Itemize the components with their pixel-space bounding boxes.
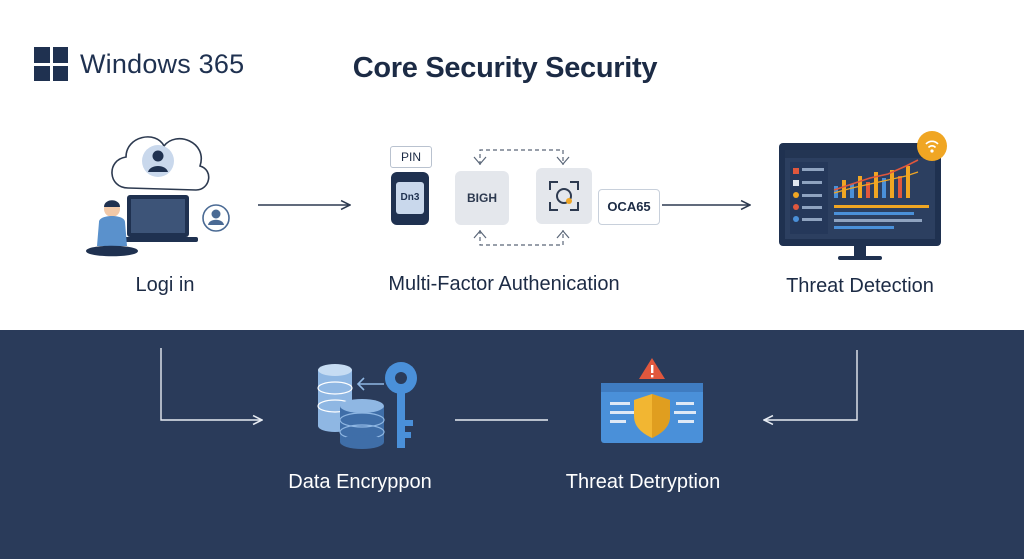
face-scan-tile [536,168,592,224]
biometric-tile: BIGH [455,171,509,225]
arrow-login-to-encryption [160,348,262,420]
brand: Windows 365 [34,47,244,81]
login-label: Logi in [135,274,195,296]
page-title: Core Security Security [352,52,658,84]
database-icon [317,364,385,449]
otp-code-box: OCA65 [598,189,660,225]
phone-screen-text: Dn3 [396,182,424,214]
phone-icon: Dn3 [391,172,429,225]
pin-label: PIN [390,146,432,168]
bottom-panel [0,330,1024,559]
shield-window-icon [601,383,703,443]
monitor-icon [779,143,941,260]
threat-detection-label: Threat Detection [786,275,934,297]
face-scan-icon [549,181,579,211]
windows-logo-icon [34,47,68,81]
biometric-tile-text: BIGH [467,191,497,205]
mfa-label: Multi-Factor Authenication [388,273,620,295]
threat-detryption-label: Threat Detryption [565,471,721,493]
login-illustration [86,136,230,257]
brand-name: Windows 365 [80,48,245,79]
arrow-threat-to-detryption [764,350,858,420]
key-icon [385,362,417,448]
mfa-loop [473,149,570,246]
data-encryption-label: Data Encryppon [288,471,432,493]
warning-icon [639,358,665,379]
alert-badge-icon [917,131,947,161]
